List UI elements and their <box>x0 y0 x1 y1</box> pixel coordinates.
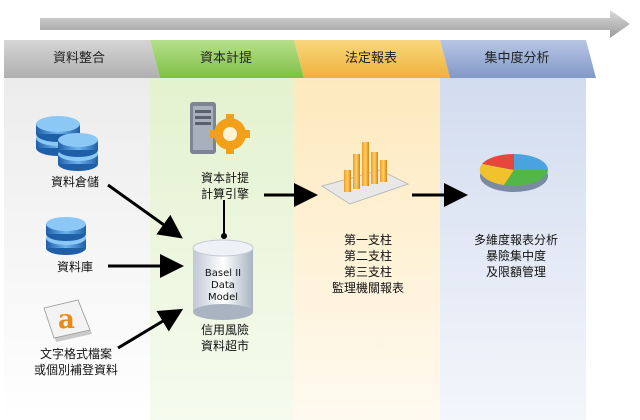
data-model-cylinder-icon <box>192 239 254 320</box>
engine-line-2: 計算引擎 <box>200 187 249 201</box>
report-pillar-2: 第二支柱 <box>343 249 392 263</box>
arrow-warehouse-to-model <box>107 183 183 239</box>
stage-label-reports: 法定報表 <box>344 51 397 66</box>
reports-list: 第一支柱 第二支柱 第三支柱 監理機關報表 <box>298 232 438 296</box>
database-label: 資料庫 <box>56 260 93 274</box>
amazon-document-icon: a <box>43 299 92 342</box>
report-pillar-1: 第一支柱 <box>343 233 392 247</box>
svg-text:a: a <box>58 305 75 335</box>
analysis-list: 多維度報表分析 暴險集中度 及限額管理 <box>444 232 588 280</box>
stage-label-data-integration: 資料整合 <box>52 51 105 66</box>
arrow-files-to-model <box>117 308 184 350</box>
database-stack-icon <box>36 116 98 171</box>
datamodel-caption-line-1: 信用風險 <box>200 323 249 337</box>
top-progress-arrow <box>40 10 630 38</box>
datamodel-caption: 信用風險 資料超市 <box>160 322 290 354</box>
warehouse-label: 資料倉儲 <box>50 175 99 189</box>
column-bg-analysis <box>440 78 586 420</box>
analysis-line-2: 暴險集中度 <box>485 249 546 263</box>
analysis-line-3: 及限額管理 <box>485 265 546 279</box>
engine-line-1: 資本計提 <box>200 171 249 185</box>
datamodel-line-3: Model <box>207 292 239 303</box>
column-bg-reports <box>294 78 440 420</box>
pie-chart-3d-icon <box>479 153 548 192</box>
analysis-line-1: 多維度報表分析 <box>473 233 558 247</box>
stage-label-capital: 資本計提 <box>199 51 252 66</box>
text-files-line-2: 或個別補登資料 <box>33 363 118 377</box>
text-files-label: 文字格式檔案 或個別補登資料 <box>6 346 146 378</box>
bar-chart-3d-icon <box>320 142 410 205</box>
datamodel-caption-line-2: 資料超市 <box>200 339 249 353</box>
datamodel-text: Basel II Data Model <box>193 268 253 304</box>
engine-label: 資本計提 計算引擎 <box>160 170 290 202</box>
stage-header-shape-3 <box>294 40 450 78</box>
database-icon <box>46 217 86 255</box>
stage-header-shape-2 <box>150 40 304 78</box>
report-pillar-3: 第三支柱 <box>343 265 392 279</box>
stage-header-shape-1 <box>4 40 160 78</box>
server-gear-icon <box>190 102 250 154</box>
text-files-line-1: 文字格式檔案 <box>39 347 112 361</box>
datamodel-line-2: Data <box>211 280 235 291</box>
connector-dot <box>221 233 227 239</box>
report-regulatory: 監理機關報表 <box>331 281 404 295</box>
stage-label-analysis: 集中度分析 <box>484 51 550 66</box>
datamodel-line-1: Basel II <box>204 268 242 279</box>
stage-header-shape-4 <box>440 40 596 78</box>
